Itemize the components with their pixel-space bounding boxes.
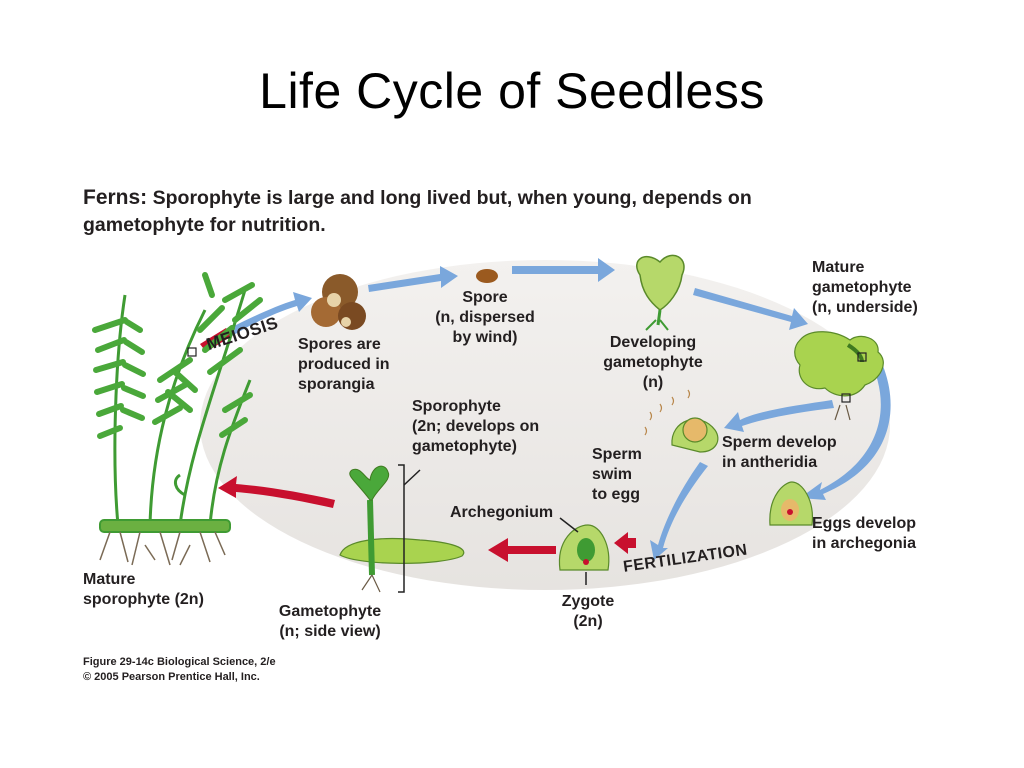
sporangia-cluster <box>311 274 366 330</box>
arrow-spore-to-developing <box>512 258 615 282</box>
label-zygote: Zygote (2n) <box>561 593 615 630</box>
arrow-sporangia-to-spore <box>368 266 458 292</box>
young-sporophyte-on-gametophyte <box>339 464 465 593</box>
arrow-down-to-eggs <box>800 366 891 500</box>
label-spores-produced: Spores are produced in sporangia <box>298 336 390 393</box>
arrow-zygote-to-gametophyte <box>488 538 556 562</box>
slide-title: Life Cycle of Seedless <box>259 63 765 119</box>
antheridium-shape <box>644 389 719 453</box>
heading-lead: Ferns: <box>83 186 148 209</box>
arrow-to-antheridia <box>724 400 834 432</box>
mature-gametophyte-shape <box>794 331 884 421</box>
leader-archegonium <box>559 517 579 533</box>
label-sperm-develop: Sperm develop in antheridia <box>722 434 837 471</box>
label-developing-gametophyte: Developing gametophyte (n) <box>603 334 703 391</box>
arrow-to-mature-sporophyte <box>218 476 335 508</box>
label-mature-sporophyte: Mature sporophyte (2n) <box>83 571 204 608</box>
label-eggs-develop: Eggs develop in archegonia <box>812 515 917 552</box>
label-archegonium: Archegonium <box>450 504 554 521</box>
label-spore: Spore (n, dispersed by wind) <box>435 289 535 346</box>
developing-gametophyte-shape <box>636 254 685 331</box>
figure-caption: Figure 29-14c Biological Science, 2/e © … <box>83 656 276 683</box>
label-mature-gametophyte: Mature gametophyte (n, underside) <box>812 259 918 316</box>
arrow-meiosis-blue <box>226 292 312 336</box>
label-sporophyte-develops: Sporophyte (2n; develops on gametophyte) <box>412 398 540 455</box>
diagram-heading: Ferns: Sporophyte is large and long live… <box>83 184 923 239</box>
arrow-sperm-to-egg <box>650 462 708 560</box>
heading-line-1: Sporophyte is large and long lived but, … <box>152 187 752 209</box>
spore-shape <box>476 269 498 283</box>
heading-line-2: gametophyte for nutrition. <box>83 214 326 236</box>
label-gametophyte-side: Gametophyte (n; side view) <box>278 603 382 640</box>
mature-sporophyte-fern <box>92 272 263 566</box>
haploid-arrows <box>226 258 891 560</box>
zygote-archegonium-shape <box>558 524 610 585</box>
archegonium-egg-shape <box>769 481 814 526</box>
arrow-developing-to-mature <box>693 288 808 330</box>
label-sperm-swim: Sperm swim to egg <box>592 446 642 503</box>
arrow-fertilization <box>614 532 636 554</box>
